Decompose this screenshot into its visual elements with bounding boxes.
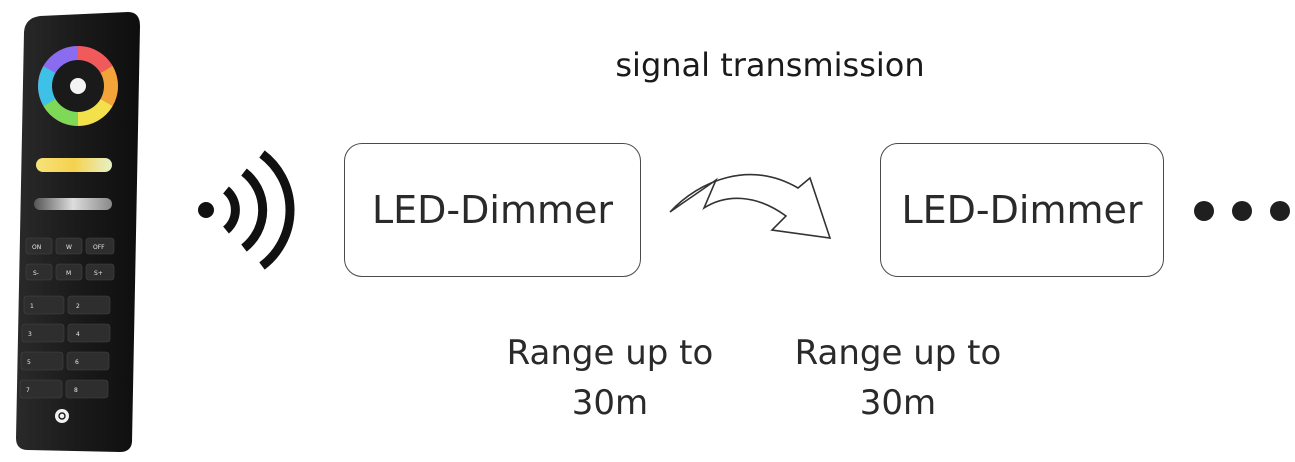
zone-button-label: 5 xyxy=(27,359,31,366)
dot xyxy=(1194,201,1214,221)
led-dimmer-box: LED-Dimmer xyxy=(880,143,1164,277)
ellipsis-icon xyxy=(1194,199,1290,223)
range-text: Range up to xyxy=(506,333,714,373)
remote-button-label: S- xyxy=(33,270,39,277)
zone-button-label: 7 xyxy=(26,387,30,394)
remote-button-label: OFF xyxy=(93,244,105,251)
rgb-remote-control-icon: ON W OFF S- M S+ 1 2 3 4 5 6 7 8 xyxy=(16,12,140,452)
remote-button-label: ON xyxy=(32,244,41,251)
zone-button-label: 2 xyxy=(76,303,80,310)
zone-button-label: 8 xyxy=(74,387,78,394)
remote-button-label: M xyxy=(66,270,71,277)
led-dimmer-box: LED-Dimmer xyxy=(344,143,641,277)
led-dimmer-label: LED-Dimmer xyxy=(901,188,1143,232)
remote-button-label: W xyxy=(66,244,72,251)
wireless-signal-icon xyxy=(198,150,295,270)
range-distance: 30m xyxy=(571,383,649,423)
curved-arrow-icon xyxy=(669,173,832,239)
remote-control: ON W OFF S- M S+ 1 2 3 4 5 6 7 8 xyxy=(10,12,142,454)
dot xyxy=(1232,201,1252,221)
diagram-title: signal transmission xyxy=(615,46,925,84)
zone-button-label: 6 xyxy=(75,359,79,366)
range-distance: 30m xyxy=(859,383,937,423)
range-text: Range up to xyxy=(794,333,1002,373)
zone-button-label: 3 xyxy=(28,331,32,338)
remote-button-label: S+ xyxy=(94,270,103,277)
transmission-arrow xyxy=(660,150,840,250)
wireless-signal xyxy=(192,150,302,270)
dot xyxy=(1270,201,1290,221)
range-caption: Range up to 30m xyxy=(480,328,740,428)
led-dimmer-label: LED-Dimmer xyxy=(371,188,613,232)
zone-button-label: 4 xyxy=(76,331,80,338)
range-caption: Range up to 30m xyxy=(768,328,1028,428)
zone-button-label: 1 xyxy=(30,303,34,310)
